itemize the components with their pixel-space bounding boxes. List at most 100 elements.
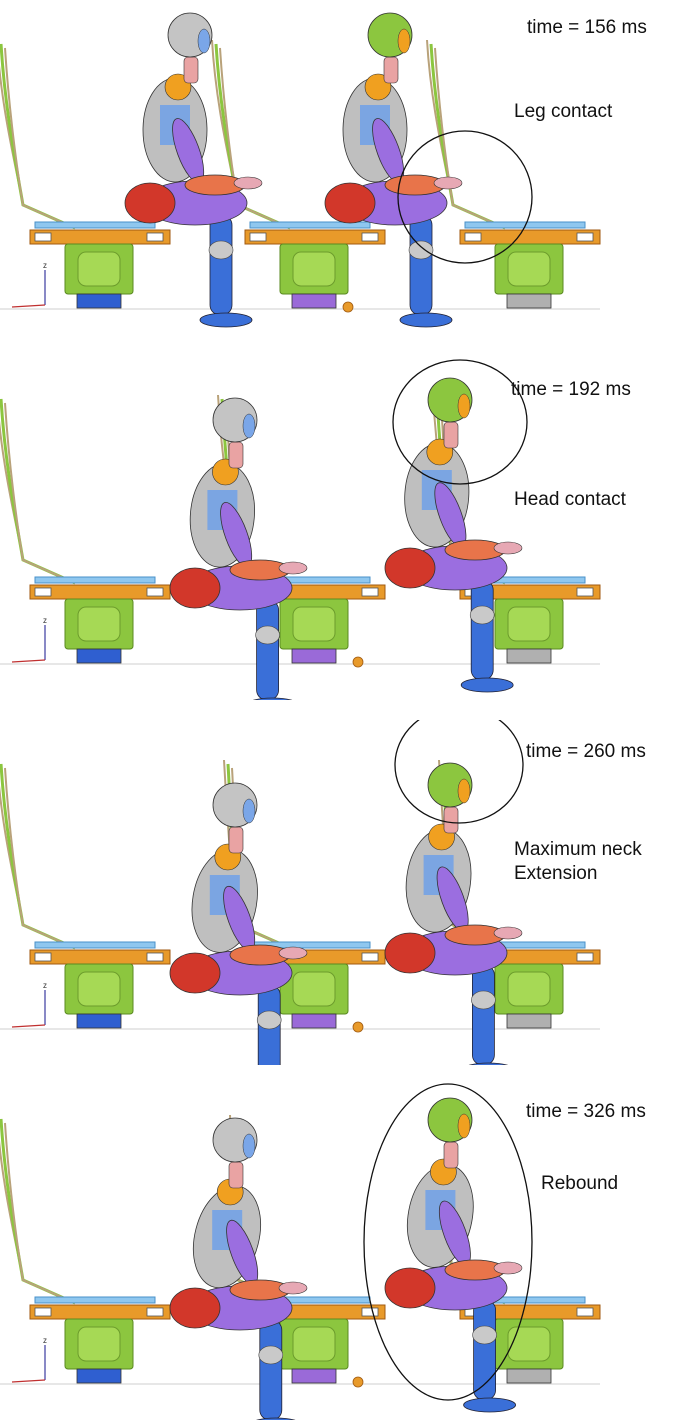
face-plate xyxy=(457,393,471,419)
knee xyxy=(408,240,434,260)
backrest-line xyxy=(4,402,76,584)
hand xyxy=(233,176,263,190)
seat-rail-bracket xyxy=(34,1307,52,1317)
seat xyxy=(0,398,171,664)
seat-rail-bracket xyxy=(464,232,482,242)
knee xyxy=(472,1325,497,1345)
seat-cushion xyxy=(34,576,156,584)
x-axis xyxy=(11,659,46,663)
floor-pad xyxy=(291,293,337,309)
crash-dummy xyxy=(169,397,308,700)
hand xyxy=(278,561,308,575)
hand xyxy=(433,176,463,190)
seat-rail-bracket xyxy=(146,232,164,242)
knee xyxy=(471,990,496,1010)
panel-drawing: z xyxy=(0,1083,601,1420)
panel-scene: z xyxy=(0,720,601,1065)
foot xyxy=(460,677,514,693)
highlight-circle xyxy=(392,359,528,485)
seat-rail-bracket xyxy=(576,1307,594,1317)
floor-pad xyxy=(506,1013,552,1029)
axis-label: z xyxy=(43,1336,47,1345)
time-label: time = 260 ms xyxy=(526,741,646,762)
backrest-line xyxy=(434,47,506,229)
neck xyxy=(383,56,399,84)
neck xyxy=(443,421,459,449)
seat-rail-bracket xyxy=(34,952,52,962)
floor-pad xyxy=(291,1013,337,1029)
floor-pad xyxy=(291,1368,337,1384)
seat-pedestal-window xyxy=(507,1326,551,1362)
seat-cushion xyxy=(34,1296,156,1304)
neck xyxy=(228,1161,244,1189)
x-axis xyxy=(11,1379,46,1383)
highlight-circle xyxy=(397,130,533,264)
x-axis xyxy=(11,1024,46,1028)
pelvis xyxy=(124,182,176,224)
seat-rail-bracket xyxy=(576,952,594,962)
knee xyxy=(258,1345,284,1365)
seat-rail-bracket xyxy=(249,232,267,242)
highlight-circle xyxy=(394,720,524,824)
seat-rail-bracket xyxy=(576,587,594,597)
foot xyxy=(399,312,453,328)
event-label: Rebound xyxy=(541,1172,618,1196)
floor-marker xyxy=(352,656,364,668)
floor-pad xyxy=(506,1368,552,1384)
seat-pedestal-window xyxy=(77,606,121,642)
face-plate xyxy=(242,798,256,824)
lower-leg xyxy=(209,214,233,316)
floor-pad xyxy=(291,648,337,664)
floor-pad xyxy=(76,648,122,664)
seat xyxy=(0,1118,171,1384)
time-label: time = 156 ms xyxy=(527,17,647,38)
knee xyxy=(469,605,495,625)
crash-dummy xyxy=(384,1097,523,1413)
pelvis xyxy=(169,1287,221,1329)
seat-pedestal-window xyxy=(507,606,551,642)
floor-marker xyxy=(352,1021,364,1033)
knee xyxy=(255,625,280,645)
highlight-circle xyxy=(363,1083,533,1401)
panel-scene: z xyxy=(0,359,601,700)
crash-dummy xyxy=(124,12,263,328)
seat-rail-bracket xyxy=(576,232,594,242)
neck xyxy=(228,441,244,469)
backrest-line xyxy=(4,47,76,229)
event-label-line: Maximum neck xyxy=(514,839,642,860)
axis-label: z xyxy=(43,981,47,990)
event-label-line: Extension xyxy=(514,863,598,884)
pelvis xyxy=(384,932,436,974)
floor-pad xyxy=(76,1013,122,1029)
seat-pedestal-window xyxy=(292,1326,336,1362)
seat-pedestal-window xyxy=(507,971,551,1007)
seat-rail-bracket xyxy=(361,232,379,242)
seat-pedestal-window xyxy=(292,971,336,1007)
event-label-line: Leg contact xyxy=(514,101,613,122)
lower-leg xyxy=(256,599,279,700)
hand xyxy=(493,1261,523,1275)
pelvis xyxy=(169,952,221,994)
event-label: Leg contact xyxy=(514,100,612,124)
backrest-line xyxy=(4,1122,76,1304)
face-plate xyxy=(457,1113,471,1139)
lower-leg xyxy=(259,1319,283,1420)
foot xyxy=(252,697,293,700)
foot xyxy=(463,1397,517,1413)
crash-dummy xyxy=(169,1117,308,1420)
neck xyxy=(443,1141,459,1169)
hand xyxy=(278,1281,308,1295)
x-axis xyxy=(11,304,46,308)
floor-marker xyxy=(352,1376,364,1388)
pelvis xyxy=(384,1267,436,1309)
seat-cushion xyxy=(34,221,156,229)
crash-dummy xyxy=(324,12,463,328)
crash-dummy xyxy=(384,377,523,693)
event-label: Head contact xyxy=(514,488,626,512)
floor-marker xyxy=(342,301,354,313)
seat-cushion xyxy=(249,221,371,229)
